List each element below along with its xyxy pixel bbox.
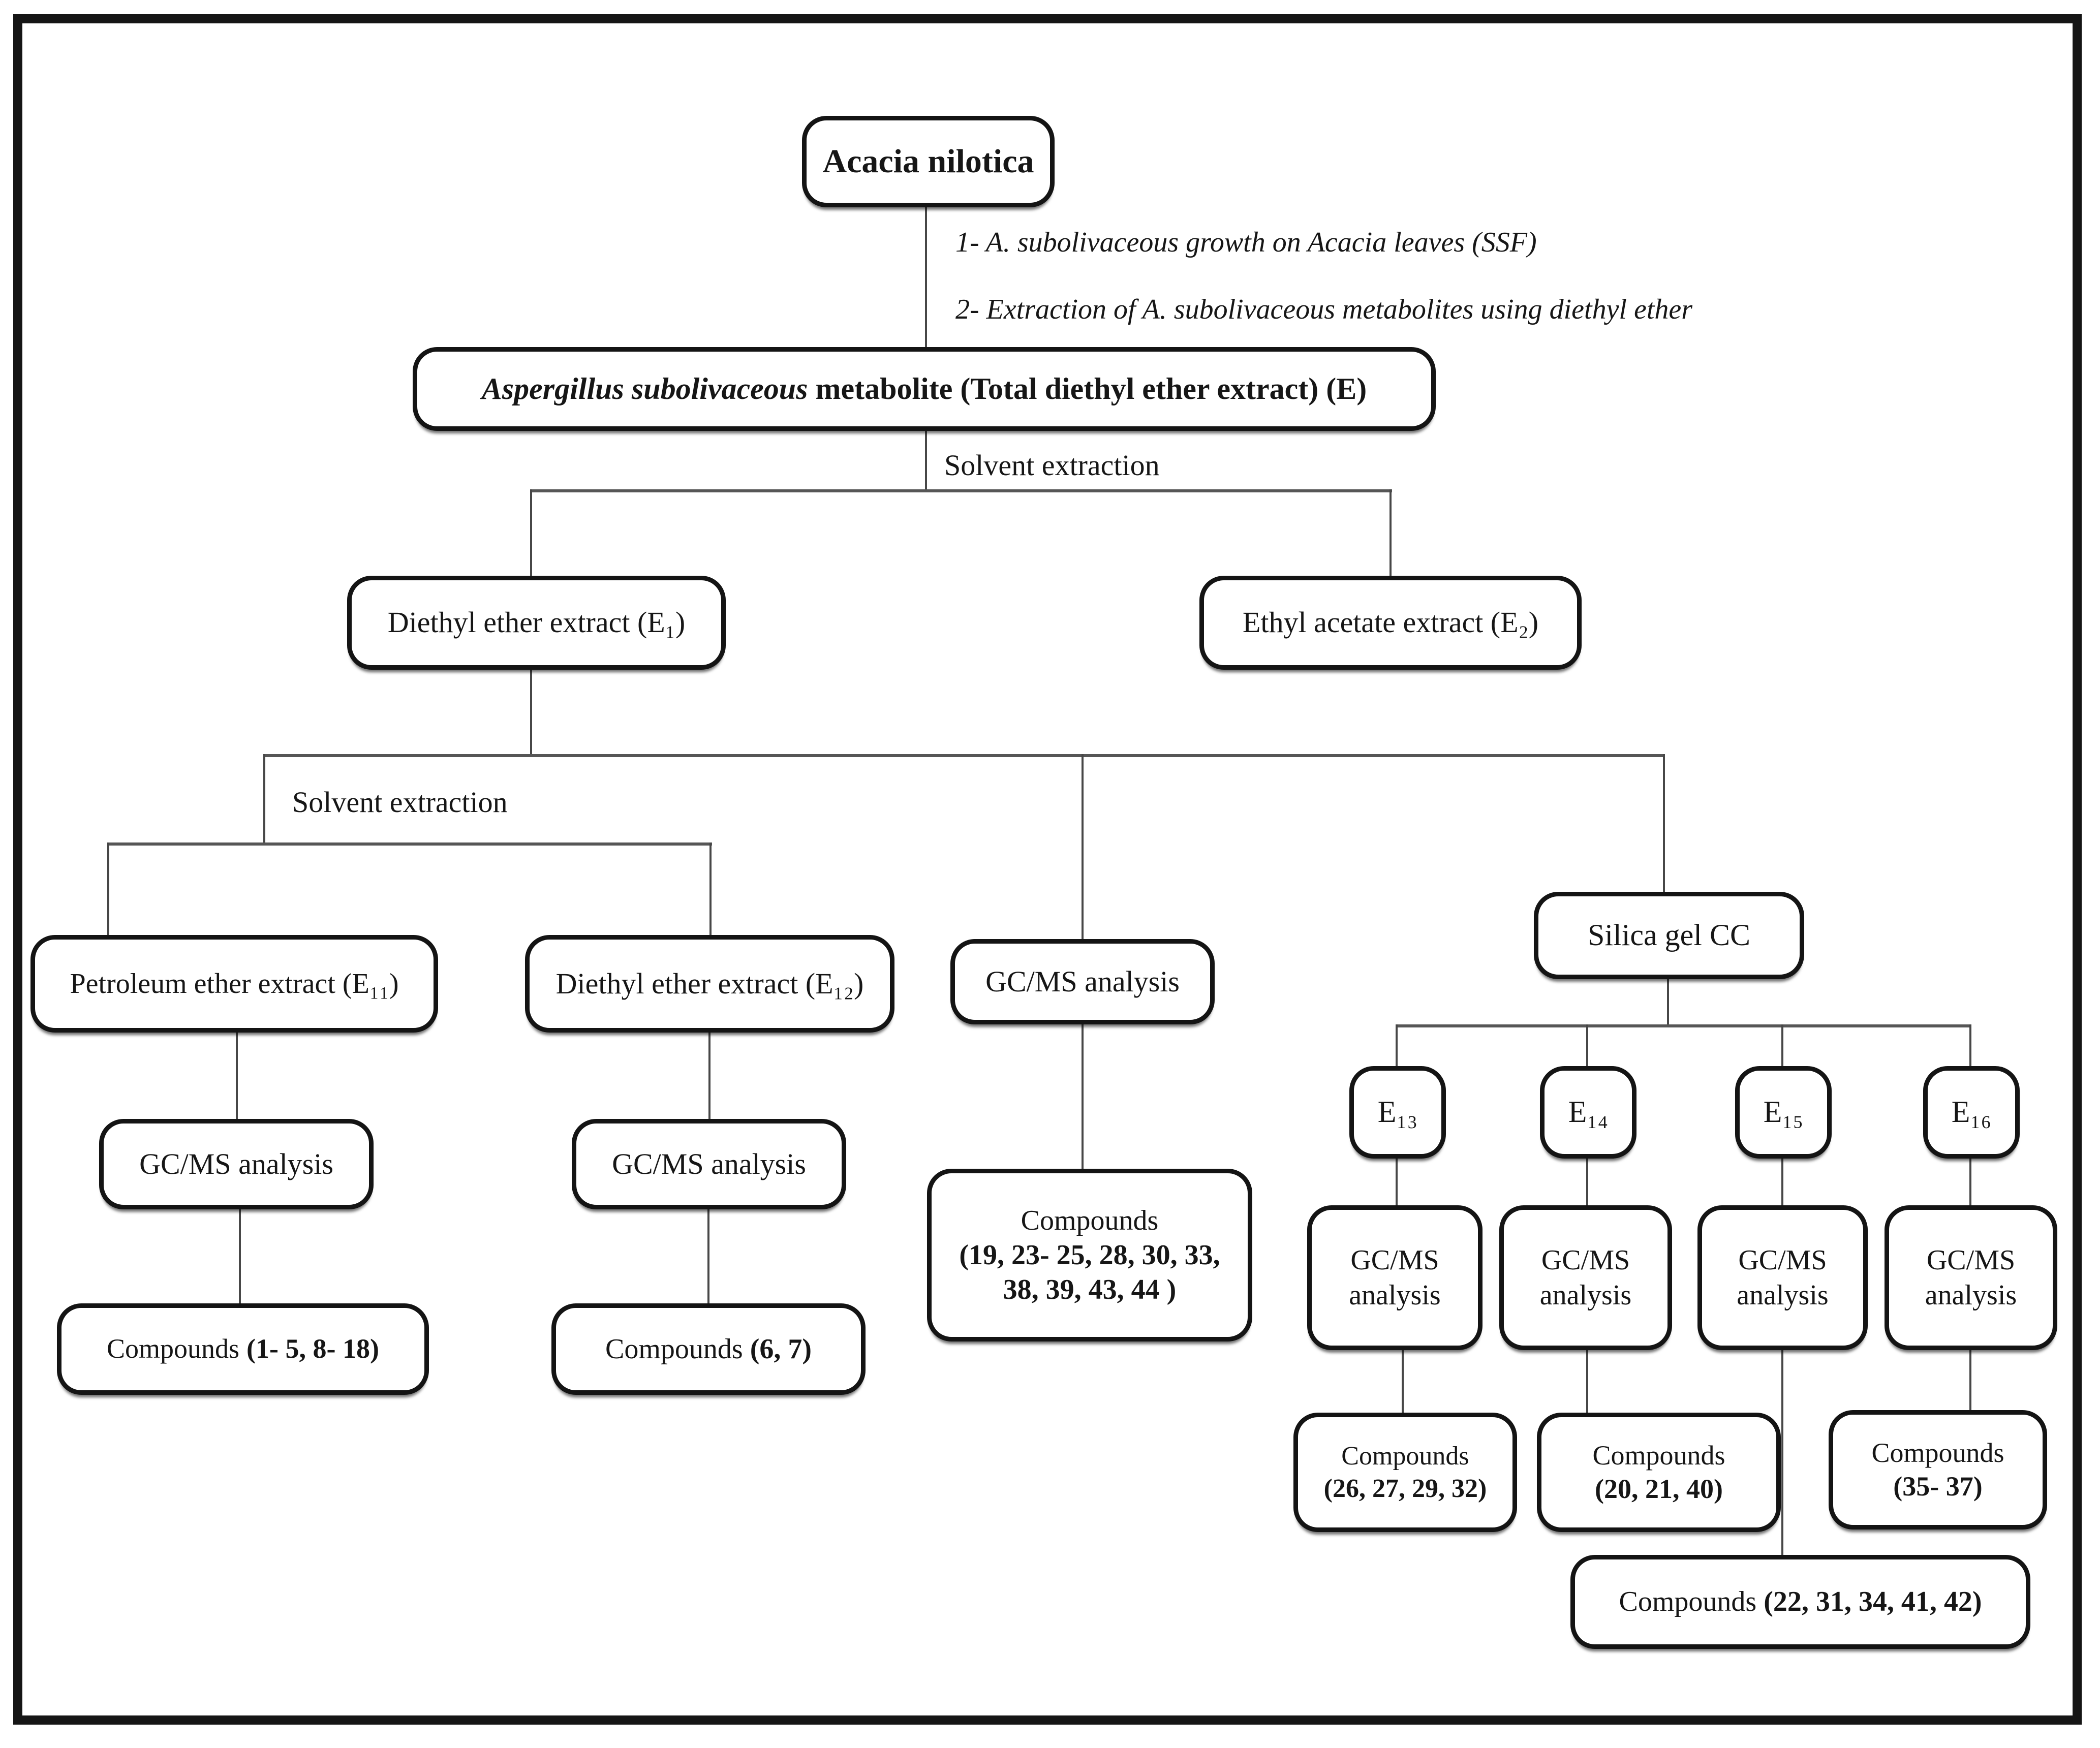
fraction-e15-box: E₁₅ [1735, 1066, 1832, 1159]
gcms-analysis-box-e13: GC/MS analysis [1307, 1205, 1483, 1350]
diethyl-ether-e1-box: Diethyl ether extract (E₁) [347, 576, 726, 670]
connector-line [107, 842, 109, 936]
compounds-label: Compounds (20, 21, 40) [1592, 1440, 1725, 1504]
connector-line [108, 842, 712, 846]
connector-line [1969, 1349, 1971, 1411]
gcms-analysis-box-e12: GC/MS analysis [572, 1119, 846, 1209]
silica-gel-cc-box: Silica gel CC [1534, 892, 1804, 979]
connector-line [1082, 754, 1084, 940]
connector-line [239, 1208, 241, 1304]
connector-line [264, 754, 1665, 757]
diethyl-ether-e12-box: Diethyl ether extract (E₁₂) [525, 935, 894, 1033]
fraction-e16-box: E₁₆ [1923, 1066, 2020, 1159]
diagram-border [13, 14, 2082, 1725]
fraction-e14-box: E₁₄ [1540, 1066, 1636, 1159]
connector-line [1667, 978, 1669, 1026]
connector-line [708, 1032, 711, 1119]
process-note-1: 1- A. subolivaceous growth on Acacia lea… [955, 227, 1537, 258]
acacia-nilotica-label: Acacia nilotica [822, 142, 1034, 180]
compounds-box-e13: Compounds (26, 27, 29, 32) [1293, 1413, 1517, 1532]
connector-line [1082, 1023, 1084, 1170]
compounds-label: Compounds(1- 5, 8- 18) [107, 1333, 379, 1364]
fraction-e13-box: E₁₃ [1349, 1066, 1446, 1159]
solvent-extraction-label-mid: Solvent extraction [292, 786, 508, 819]
gcms-analysis-box-e15: GC/MS analysis [1697, 1205, 1868, 1350]
connector-line [709, 842, 712, 936]
connector-line [1781, 1024, 1783, 1067]
connector-line [1396, 1158, 1398, 1206]
connector-line [1586, 1158, 1588, 1206]
compounds-box-shared: Compounds(22, 31, 34, 41, 42) [1570, 1555, 2030, 1649]
connector-line [1781, 1349, 1783, 1556]
compounds-label: Compounds (26, 27, 29, 32) [1323, 1442, 1487, 1503]
connector-line [1781, 1158, 1783, 1206]
connector-line [1586, 1349, 1588, 1414]
compounds-box-direct: Compounds (19, 23- 25, 28, 30, 33, 38, 3… [927, 1169, 1252, 1341]
connector-line [236, 1032, 238, 1119]
connector-line [1402, 1349, 1404, 1414]
process-note-2: 2- Extraction of A. subolivaceous metabo… [955, 294, 1693, 325]
gcms-analysis-box-direct: GC/MS analysis [950, 939, 1215, 1024]
metabolite-extract-label: Aspergillus subolivaceous metabolite (To… [481, 371, 1367, 405]
connector-line [1969, 1158, 1971, 1206]
solvent-extraction-label-top: Solvent extraction [944, 449, 1160, 482]
connector-line [925, 207, 927, 347]
metabolite-extract-box: Aspergillus subolivaceous metabolite (To… [413, 347, 1436, 431]
compounds-box-e12: Compounds(6, 7) [551, 1303, 866, 1395]
connector-line [530, 489, 532, 577]
compounds-box-e16: Compounds (35- 37) [1829, 1410, 2047, 1529]
connector-line [1397, 1024, 1971, 1027]
petroleum-ether-e11-box: Petroleum ether extract (E₁₁) [30, 935, 438, 1033]
ethyl-acetate-e2-box: Ethyl acetate extract (E₂) [1199, 576, 1582, 670]
compounds-label: Compounds (19, 23- 25, 28, 30, 33, 38, 3… [959, 1204, 1220, 1306]
connector-line [1663, 754, 1665, 893]
compounds-box-e11: Compounds(1- 5, 8- 18) [57, 1303, 429, 1395]
acacia-nilotica-box: Acacia nilotica [802, 116, 1055, 207]
connector-line [925, 431, 927, 490]
connector-line [263, 754, 265, 845]
compounds-label: Compounds(6, 7) [605, 1333, 812, 1365]
gcms-analysis-box-e14: GC/MS analysis [1499, 1205, 1672, 1350]
gcms-analysis-box-e16: GC/MS analysis [1885, 1205, 2057, 1350]
connector-line [1969, 1024, 1971, 1067]
connector-line [1396, 1024, 1398, 1067]
connector-line [530, 670, 532, 756]
compounds-box-e14: Compounds (20, 21, 40) [1537, 1413, 1781, 1532]
gcms-analysis-box-e11: GC/MS analysis [99, 1119, 374, 1209]
connector-line [1586, 1024, 1588, 1067]
connector-line [1389, 489, 1392, 577]
compounds-label: Compounds(22, 31, 34, 41, 42) [1619, 1586, 1982, 1618]
connector-line [707, 1208, 709, 1304]
connector-line [532, 489, 1392, 492]
compounds-label: Compounds (35- 37) [1871, 1437, 2004, 1502]
